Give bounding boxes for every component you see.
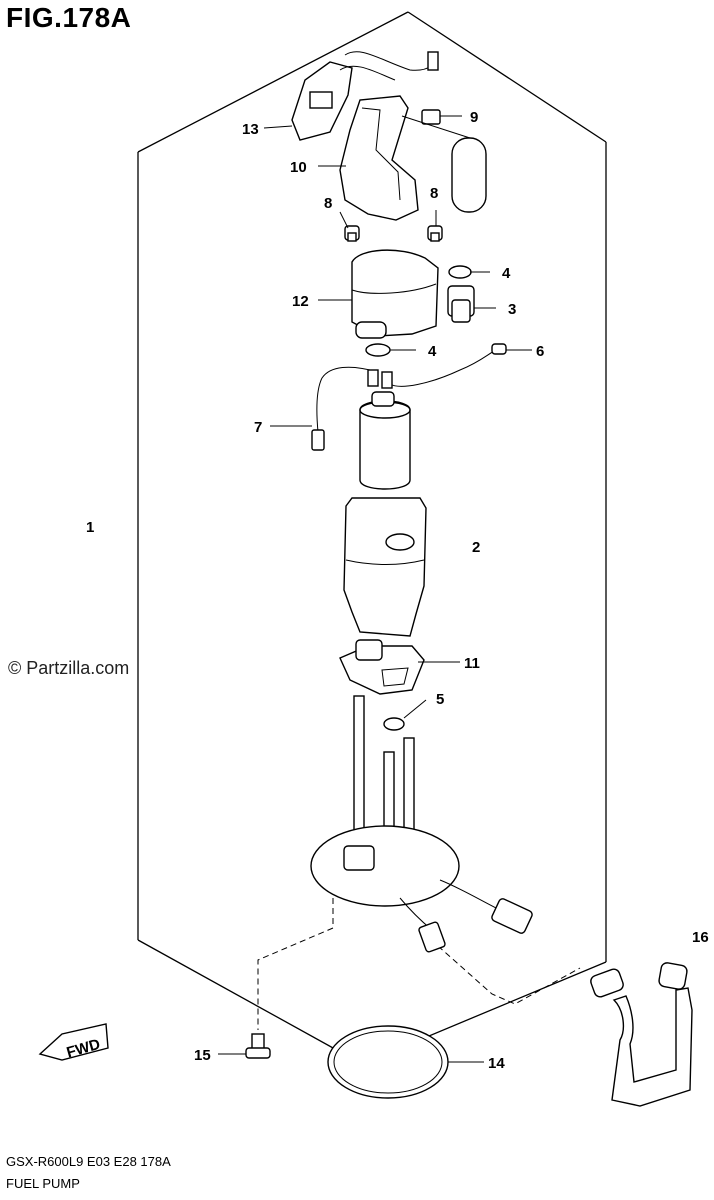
callout-9: 9	[470, 109, 478, 126]
callout-11: 11	[464, 655, 480, 672]
callout-14: 14	[488, 1055, 505, 1072]
pump-base-plate-part	[310, 695, 533, 953]
figure-title: FIG.178A	[6, 2, 132, 33]
callout-1: 1	[86, 519, 94, 536]
callout-4-lower: 4	[428, 343, 437, 360]
dashed-leaders	[257, 898, 581, 1030]
pump-case-part	[343, 497, 427, 637]
assembly-outline	[137, 11, 607, 1065]
callout-4-upper: 4	[502, 265, 511, 282]
callout-6: 6	[536, 343, 544, 360]
callout-12: 12	[292, 293, 309, 310]
pressure-regulator-part	[447, 285, 475, 323]
fuel-level-sender-part	[401, 109, 487, 213]
copyright-text: © Partzilla.com	[8, 658, 130, 678]
pressure-regulator-housing-part	[351, 249, 439, 339]
mounting-bracket-part	[339, 95, 419, 221]
callout-leaders	[218, 115, 532, 1063]
screw-part	[245, 1033, 271, 1059]
callout-8-left: 8	[324, 195, 332, 212]
fuel-pump-motor-part	[359, 391, 411, 490]
forward-arrow-icon: FWD	[38, 1023, 109, 1061]
callout-5: 5	[436, 691, 444, 708]
wire-harness-part	[311, 366, 393, 451]
fuel-filter-part	[339, 639, 425, 695]
callout-15: 15	[194, 1047, 211, 1064]
fuel-hose-part	[590, 962, 693, 1107]
callout-7: 7	[254, 419, 262, 436]
callout-2: 2	[472, 539, 480, 556]
callout-13: 13	[242, 121, 259, 138]
o-ring-part-lower	[365, 343, 391, 357]
model-code: GSX-R600L9 E03 E28 178A	[6, 1154, 171, 1169]
callout-3: 3	[508, 301, 516, 318]
callout-10: 10	[290, 159, 307, 176]
bolt-part-left	[344, 225, 360, 242]
callout-16: 16	[692, 929, 709, 946]
section-name: FUEL PUMP	[6, 1176, 80, 1191]
gasket-inner-edge	[333, 1030, 443, 1094]
gasket-part	[327, 1025, 449, 1099]
o-ring-part-small	[383, 717, 405, 731]
connector-bracket-part	[291, 51, 439, 141]
callout-8-right: 8	[430, 185, 438, 202]
bolt-part-right	[427, 225, 443, 242]
callout-labels: 1 2 3 4 4 5 6 7 8 8 9 10 11 12 13 14 15 …	[86, 109, 709, 1072]
o-ring-part-upper	[448, 265, 472, 279]
lead-wire-part	[389, 343, 507, 387]
